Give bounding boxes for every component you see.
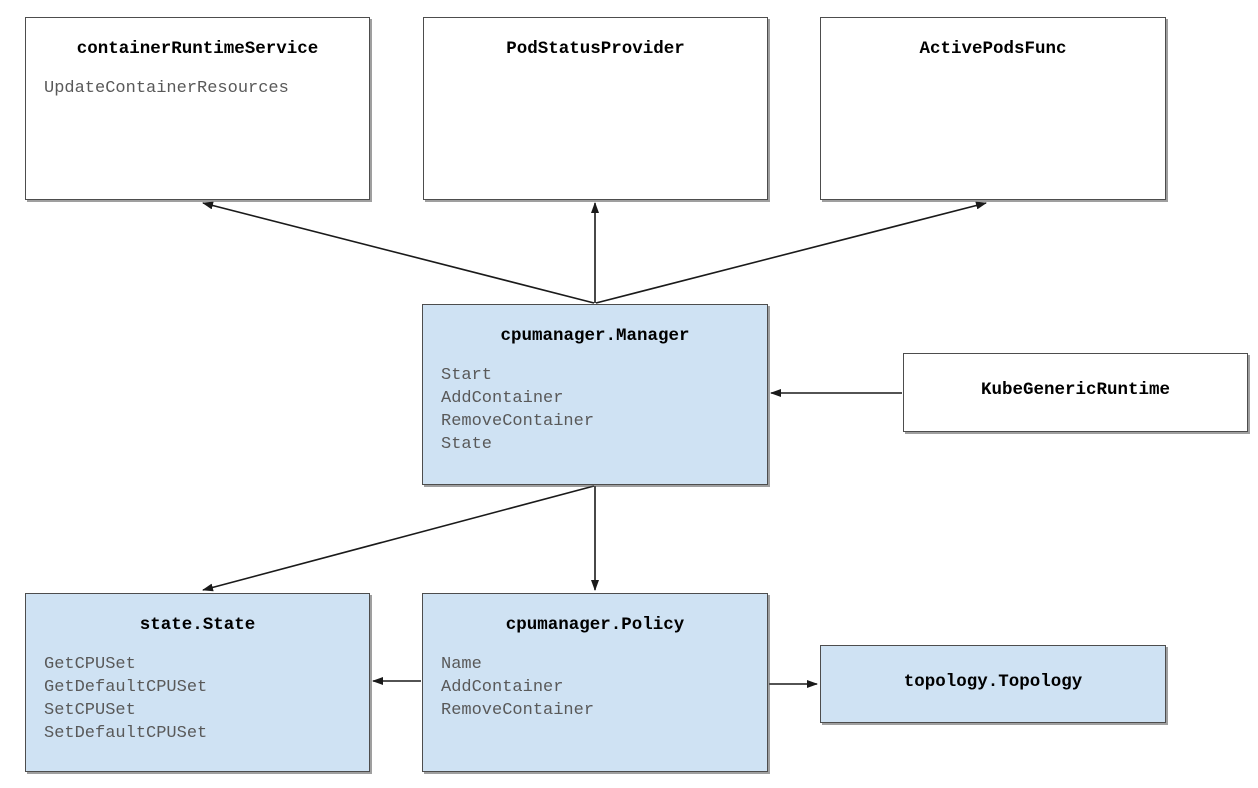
node-cpumanager-policy[interactable]: cpumanager.Policy Name AddContainer Remo… (422, 593, 768, 772)
node-title-containerRuntimeService: containerRuntimeService (76, 39, 319, 59)
node-title-cpumanager-manager: cpumanager.Manager (500, 326, 690, 346)
node-podStatusProvider[interactable]: PodStatusProvider (423, 17, 768, 200)
node-members-kubeGenericRuntime (904, 400, 1247, 418)
node-members-containerRuntimeService: UpdateContainerResources (44, 79, 289, 98)
node-members-cpumanager-policy: Name AddContainer RemoveContainer (441, 655, 595, 720)
node-cpumanager-manager[interactable]: cpumanager.Manager Start AddContainer Re… (422, 304, 768, 485)
node-title-state-state: state.State (139, 615, 256, 635)
node-title-cpumanager-policy: cpumanager.Policy (505, 615, 685, 635)
node-members-podStatusProvider (424, 59, 767, 77)
node-members-topology-topology (821, 692, 1165, 710)
node-title-kubeGenericRuntime: KubeGenericRuntime (980, 380, 1171, 400)
node-members-state-state: GetCPUSet GetDefaultCPUSet SetCPUSet Set… (44, 655, 208, 743)
node-state-state[interactable]: state.State GetCPUSet GetDefaultCPUSet S… (25, 593, 370, 772)
node-kubeGenericRuntime[interactable]: KubeGenericRuntime (903, 353, 1248, 432)
node-members-cpumanager-manager: Start AddContainer RemoveContainer State (441, 366, 595, 454)
node-containerRuntimeService[interactable]: containerRuntimeService UpdateContainerR… (25, 17, 370, 200)
node-title-podStatusProvider: PodStatusProvider (506, 39, 685, 59)
node-members-activePodsFunc (821, 59, 1165, 77)
edge-manager-to-containerRuntimeService (202, 201, 595, 304)
node-topology-topology[interactable]: topology.Topology (820, 645, 1166, 723)
node-title-topology-topology: topology.Topology (903, 672, 1083, 692)
node-activePodsFunc[interactable]: ActivePodsFunc (820, 17, 1166, 200)
node-title-activePodsFunc: ActivePodsFunc (919, 39, 1067, 59)
edge-manager-to-stateState (202, 485, 595, 592)
edge-manager-to-activePodsFunc (595, 201, 987, 304)
